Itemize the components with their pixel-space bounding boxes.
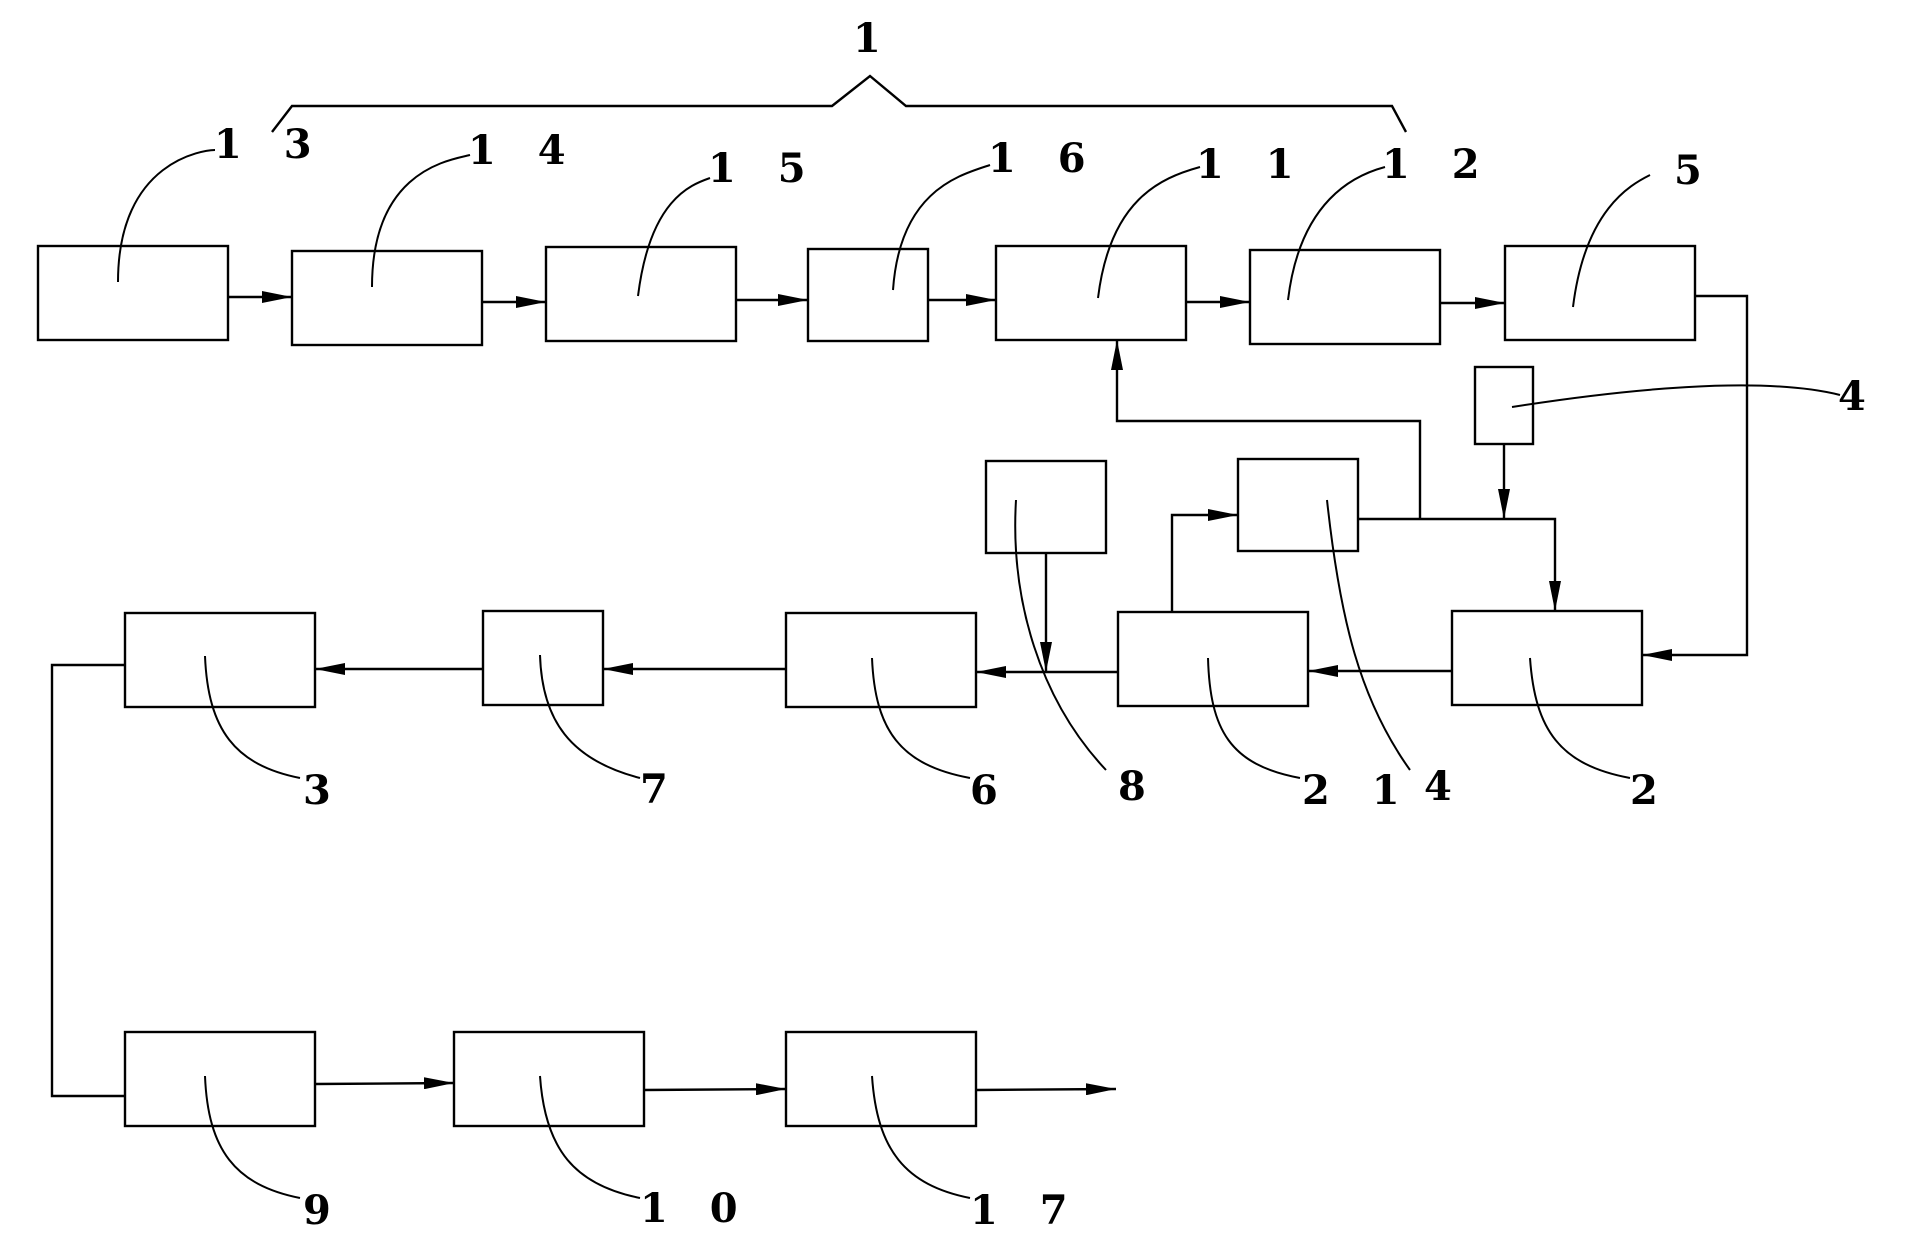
label-3: 3 [303, 767, 345, 814]
block-9 [123, 1030, 317, 1128]
label-1: 1 [853, 15, 895, 62]
leader-15 [637, 177, 711, 297]
block-14 [290, 249, 484, 347]
label-41: 4 1 [1838, 373, 1910, 420]
block-21 [1116, 610, 1310, 708]
leader-14 [371, 154, 471, 288]
leader-8 [1014, 499, 1107, 771]
leader-13 [117, 149, 216, 283]
arrow-10-to-17 [643, 1083, 787, 1096]
leader-5 [1572, 174, 1651, 308]
leader-9 [204, 1075, 301, 1199]
wire-3-to-9 [50, 663, 125, 1098]
leader-3 [204, 655, 301, 779]
label-21: 2 1 [1302, 767, 1414, 814]
block-2 [1450, 609, 1644, 707]
wire-feedback-to-11 [1111, 340, 1422, 519]
group-brace-1: 1 [271, 15, 1408, 133]
block-3 [123, 611, 317, 709]
leader-11 [1097, 166, 1201, 299]
block-7 [481, 609, 605, 707]
label-16: 1 6 [988, 135, 1100, 182]
leader-2 [1529, 657, 1631, 779]
wire-4-to-2 [1358, 517, 1561, 611]
label-15: 1 5 [708, 145, 820, 192]
label-13: 1 3 [214, 121, 326, 168]
block-10 [452, 1030, 646, 1128]
leader-6 [871, 657, 971, 779]
label-2: 2 [1630, 767, 1672, 814]
label-11: 1 1 [1196, 141, 1308, 188]
leader-4 [1326, 499, 1411, 771]
leader-41 [1511, 384, 1841, 408]
block-17 [784, 1030, 978, 1128]
label-9: 9 [303, 1187, 345, 1234]
block-6 [784, 611, 978, 709]
arrow-17-out [975, 1083, 1117, 1096]
label-14: 1 4 [468, 127, 580, 174]
block-4 [1236, 457, 1360, 553]
leader-17 [871, 1075, 971, 1199]
leader-7 [539, 654, 641, 779]
arrow-9-to-10 [314, 1077, 455, 1090]
wire-5-to-2 [1642, 294, 1749, 661]
leader-12 [1287, 166, 1386, 301]
label-10: 1 0 [640, 1185, 752, 1232]
block-8 [984, 459, 1108, 555]
label-8: 8 [1118, 763, 1160, 810]
label-6: 6 [970, 767, 1012, 814]
wire-21-to-4 [1170, 509, 1238, 612]
block-11 [994, 244, 1188, 342]
label-5: 5 [1674, 147, 1716, 194]
block-12 [1248, 248, 1442, 346]
block-5 [1503, 244, 1697, 342]
label-4: 4 [1424, 763, 1466, 810]
block-16 [806, 247, 930, 343]
block-15 [544, 245, 738, 343]
label-12: 1 2 [1382, 141, 1494, 188]
label-17: 1 7 [970, 1187, 1082, 1234]
block-13 [36, 244, 230, 342]
label-7: 7 [640, 766, 682, 813]
leader-21 [1207, 657, 1301, 779]
leader-16 [892, 164, 991, 291]
leader-10 [539, 1075, 641, 1199]
